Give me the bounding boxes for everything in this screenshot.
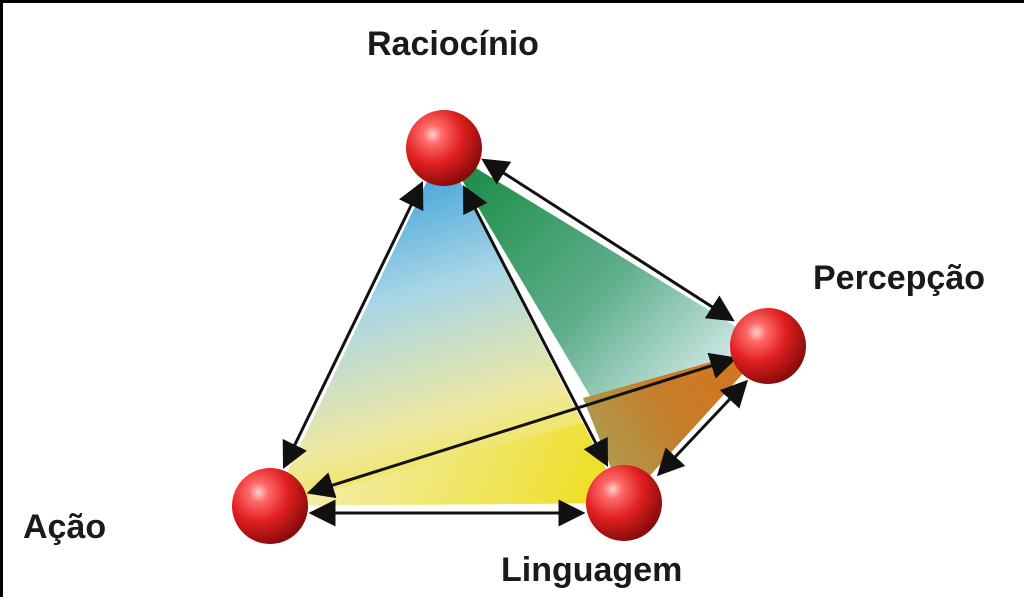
node-linguagem-sphere [586,465,662,541]
node-percepcao-sphere [730,308,806,384]
edge-raciocinio-percepcao [481,158,735,322]
node-raciocinio-label: Raciocínio [367,25,539,63]
node-acao-sphere [232,468,308,544]
edge-linguagem-percepcao [656,379,749,477]
node-raciocinio-sphere [406,110,482,186]
node-linguagem-label: Linguagem [501,551,682,589]
tetrahedron-diagram: Raciocínio Percepção Ação Linguagem [23,25,985,589]
node-acao-label: Ação [23,508,106,546]
node-percepcao-label: Percepção [813,259,985,297]
